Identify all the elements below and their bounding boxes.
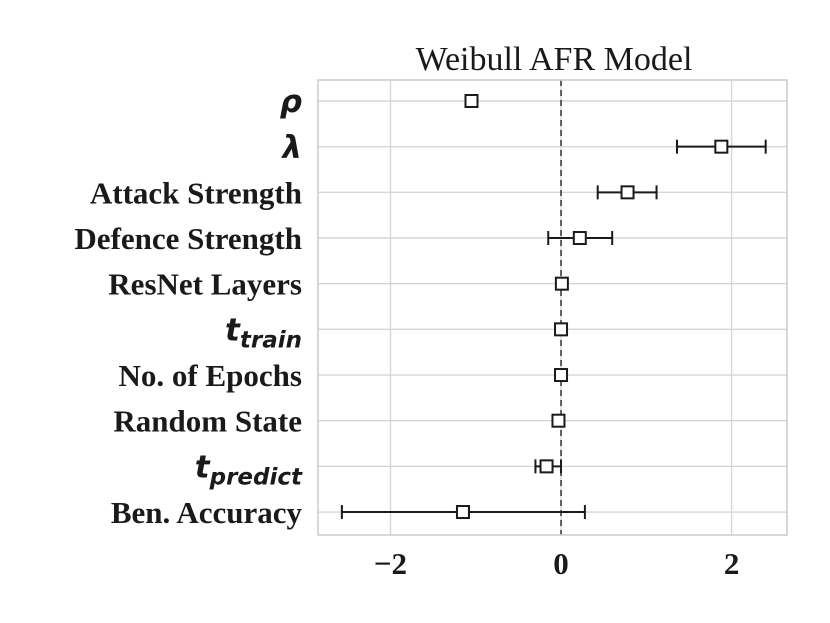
point-marker <box>464 94 479 108</box>
y-tick-label: Ben. Accuracy <box>111 495 303 530</box>
y-tick-label: No. of Epochs <box>119 358 302 393</box>
point-marker <box>714 139 729 154</box>
point-marker <box>620 185 635 200</box>
y-tick-label: λ <box>280 130 302 166</box>
y-tick-label: ResNet Layers <box>108 267 302 302</box>
point-marker <box>554 276 569 291</box>
y-tick-label: ρ <box>280 84 302 120</box>
point-marker <box>554 322 569 337</box>
plot-frame <box>317 79 788 536</box>
point-marker <box>455 505 470 520</box>
y-tick-label: ttrain <box>225 312 302 353</box>
x-tick-labels: −2 0 2 <box>374 546 739 581</box>
point-marker <box>551 413 566 428</box>
y-tick-label: Attack Strength <box>90 175 302 210</box>
x-tick-label: −2 <box>374 546 407 581</box>
point-marker <box>539 459 554 474</box>
x-tick-label: 0 <box>553 546 569 581</box>
y-tick-label: Defence Strength <box>74 221 302 256</box>
y-tick-label: tpredict <box>195 449 303 490</box>
marks-layer <box>340 94 767 520</box>
y-tick-label: Random State <box>113 404 302 439</box>
x-tick-label: 2 <box>724 546 740 581</box>
point-marker <box>572 231 587 246</box>
point-marker <box>554 368 569 383</box>
chart-title: Weibull AFR Model <box>416 41 693 78</box>
